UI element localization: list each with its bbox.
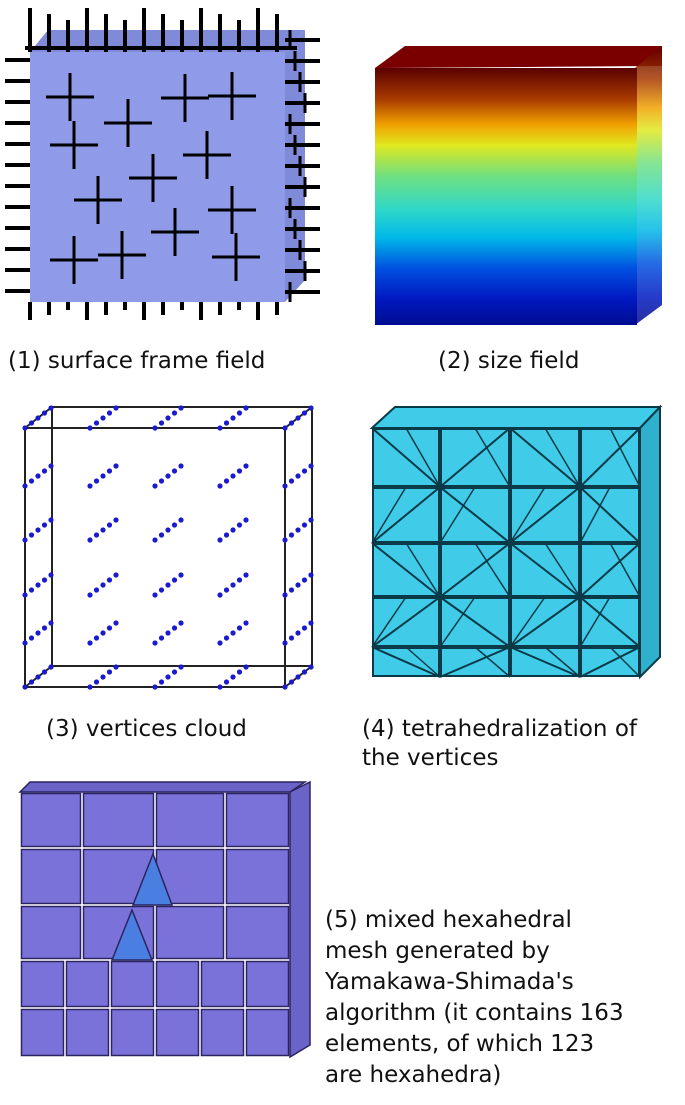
panel-vertices-cloud xyxy=(0,395,330,705)
caption-tetrahedralization: (4) tetrahedralization of the vertices xyxy=(362,716,637,771)
caption-surface-frame-field: (1) surface frame field xyxy=(8,348,266,374)
size-field-graphic xyxy=(375,46,662,325)
mixed-hex-mesh-graphic xyxy=(18,780,311,1059)
panel-mixed-hex-mesh xyxy=(0,780,330,1080)
panel-surface-frame-field xyxy=(0,0,330,335)
surface-frame-field-graphic xyxy=(5,8,320,320)
panel-size-field xyxy=(360,40,680,340)
caption-mixed-hex-mesh: (5) mixed hexahedral mesh generated by Y… xyxy=(325,907,624,1088)
vertices-cloud-graphic xyxy=(22,405,314,690)
panel-tetrahedralization xyxy=(360,395,680,705)
caption-vertices-cloud: (3) vertices cloud xyxy=(46,716,247,742)
tetrahedralization-graphic xyxy=(369,404,663,680)
caption-size-field: (2) size field xyxy=(438,348,580,374)
